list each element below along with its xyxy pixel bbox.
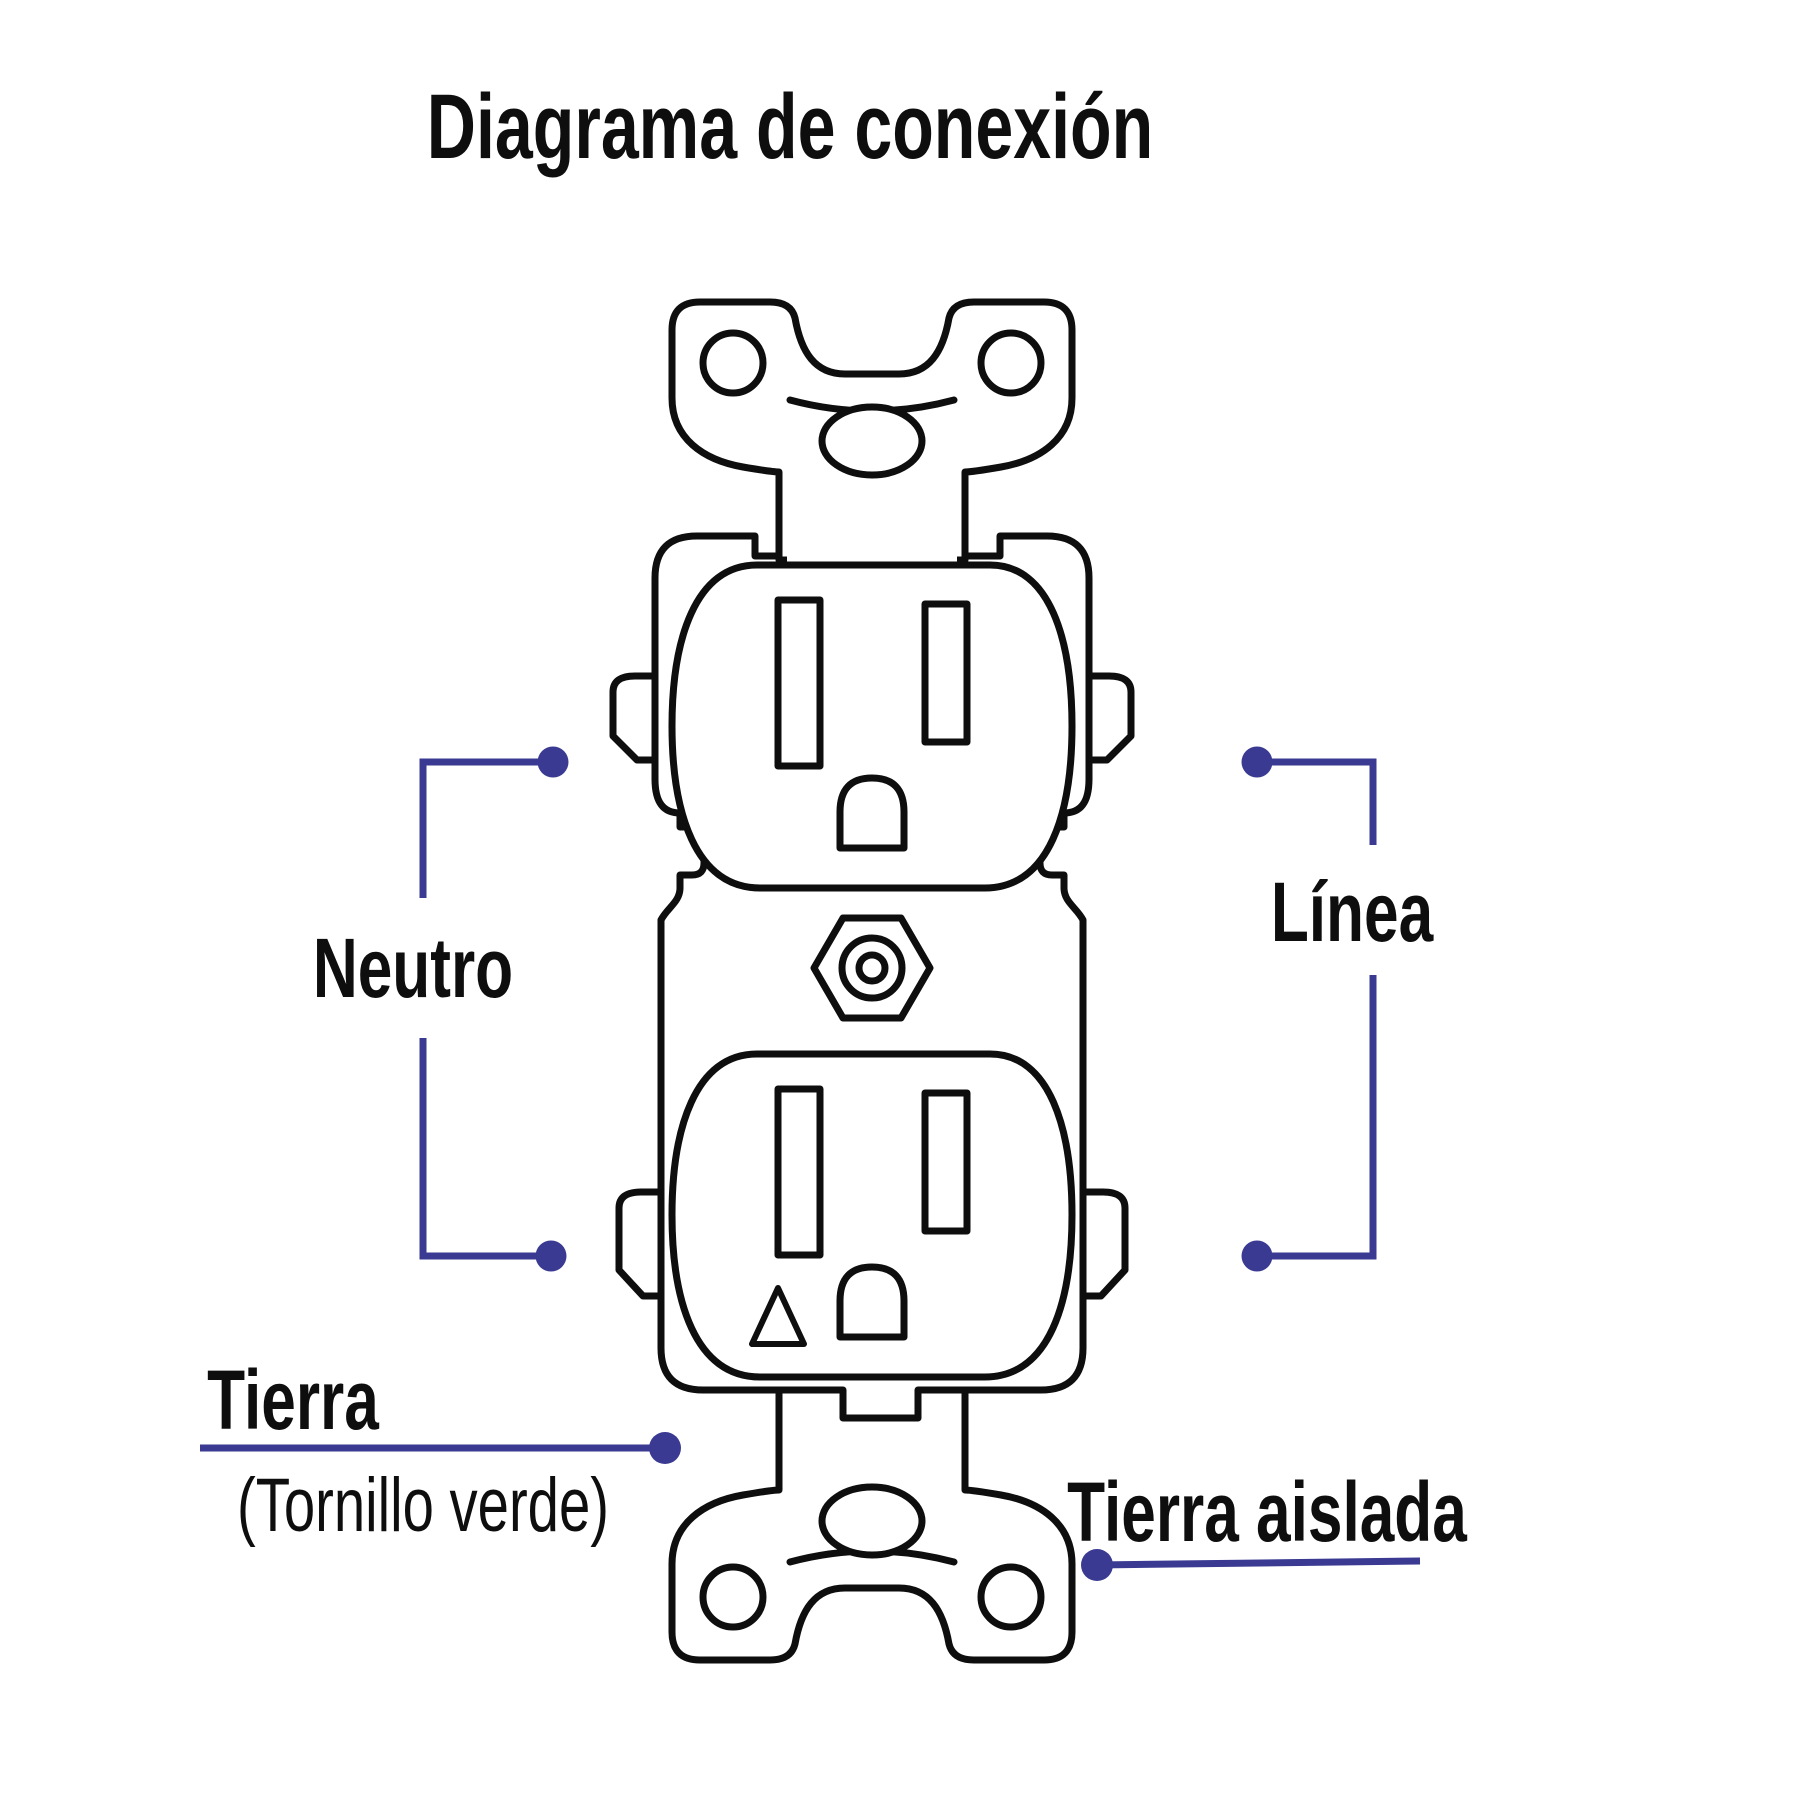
isolated-ground-callout-line — [1096, 1557, 1421, 1569]
center-hex-screw-center — [855, 951, 889, 985]
isolated-ground-terminal-dot — [1081, 1549, 1113, 1581]
bottom-strap-hole-right — [977, 1563, 1045, 1631]
ground-note-label: (Tornillo verde) — [237, 1463, 609, 1548]
upper-neutral-slot — [774, 596, 824, 770]
lower-ground-hole — [836, 1263, 908, 1341]
isolated-ground-label: Tierra aislada — [1067, 1465, 1467, 1559]
line-callout-line-upper — [1257, 758, 1377, 845]
bottom-strap-hole-left — [699, 1563, 767, 1631]
top-strap-hole-right — [977, 329, 1045, 397]
neutral-screw-tab-lower — [615, 1188, 670, 1300]
neutral-terminal-dot-lower — [535, 1240, 567, 1272]
neutral-label: Neutro — [312, 921, 514, 1015]
neutral-callout-line-lower — [419, 1038, 551, 1260]
isolated-ground-triangle-icon — [749, 1285, 807, 1347]
neutral-screw-tab-upper — [609, 672, 664, 764]
upper-line-slot — [921, 600, 971, 746]
neutral-terminal-dot-upper — [537, 746, 569, 778]
top-strap-slot — [818, 403, 926, 479]
line-terminal-dot-lower — [1241, 1240, 1273, 1272]
line-terminal-dot-upper — [1241, 746, 1273, 778]
neutral-callout-line-upper — [419, 758, 553, 898]
lower-neutral-slot — [774, 1085, 824, 1259]
line-screw-tab-lower — [1074, 1188, 1129, 1300]
bottom-strap-slot — [818, 1483, 926, 1559]
top-strap-hole-left — [699, 329, 767, 397]
diagram-title: Diagrama de conexión — [426, 76, 1154, 178]
line-screw-tab-upper — [1080, 672, 1135, 764]
line-label: Línea — [1270, 865, 1434, 959]
lower-line-slot — [921, 1089, 971, 1235]
line-callout-line-lower — [1257, 975, 1377, 1260]
ground-terminal-dot — [649, 1432, 681, 1464]
upper-ground-hole — [836, 774, 908, 852]
ground-label: Tierra — [207, 1353, 379, 1447]
upper-outlet-face — [668, 561, 1076, 892]
